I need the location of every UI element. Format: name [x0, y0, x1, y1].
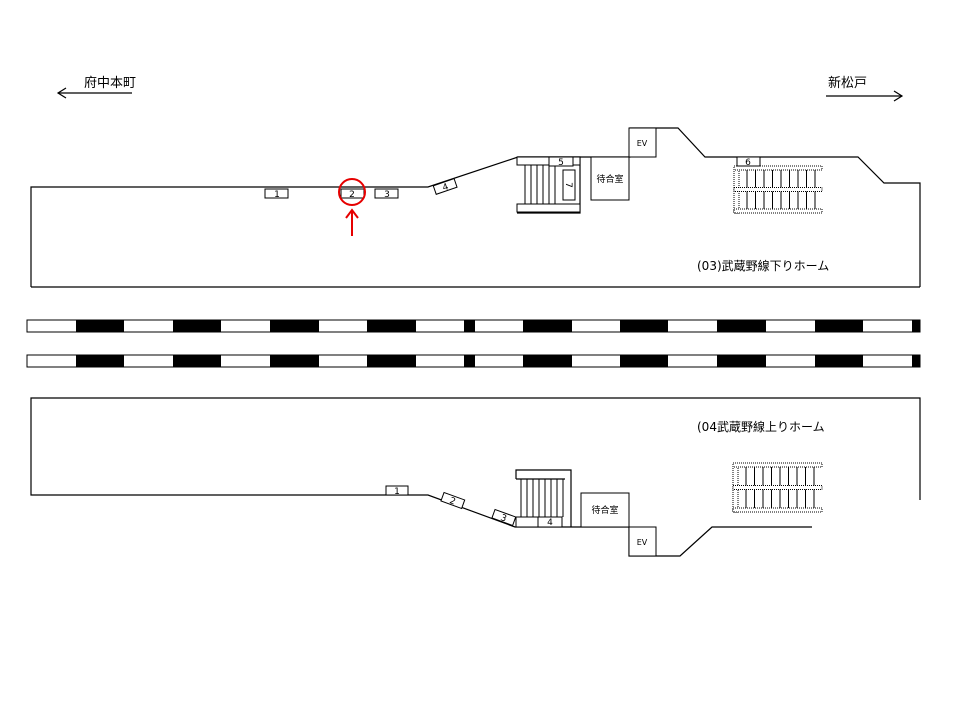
elevator-label: EV [637, 139, 648, 148]
svg-text:2: 2 [448, 496, 457, 507]
car-marker-2: 2 [340, 188, 365, 200]
track-segment [620, 355, 668, 367]
car-marker-3: 3 [491, 508, 517, 527]
track-2 [26, 354, 921, 368]
track-segment [173, 320, 221, 332]
waiting-room-label: 待合室 [591, 504, 618, 516]
track-segment [173, 355, 221, 367]
car-marker-4: 4 [537, 516, 563, 528]
track-segment [464, 320, 475, 332]
svg-text:1: 1 [274, 190, 280, 200]
platform-title: (04武蔵野線上りホーム [697, 419, 825, 434]
elevator-label: EV [637, 538, 648, 547]
waiting-room [590, 156, 630, 201]
track-segment [815, 320, 863, 332]
svg-text:6: 6 [745, 158, 751, 168]
stairs [515, 469, 572, 528]
car-marker-1: 1 [385, 485, 409, 497]
escalator [733, 165, 823, 214]
lower-platform: EV 待合室 1 2 3 4 (04武蔵野線上りホーム [30, 397, 921, 557]
arrow-right-icon [826, 90, 904, 102]
platform-title: (03)武蔵野線下りホーム [697, 258, 829, 273]
car-marker-5: 5 [548, 156, 574, 168]
waiting-room-label: 待合室 [596, 173, 623, 185]
car-marker-7: 7 [563, 182, 573, 188]
car-marker-1: 1 [264, 188, 289, 200]
svg-text:3: 3 [499, 513, 508, 524]
elevator-box [628, 526, 657, 557]
svg-text:7: 7 [563, 182, 573, 188]
track-segment [464, 355, 475, 367]
waiting-room [580, 492, 630, 528]
car-marker-4: 4 [432, 178, 458, 195]
highlight-circle [338, 178, 366, 206]
arrow-left-icon [56, 87, 132, 99]
upper-platform: EV 待合室 1 2 3 4 5 6 7 (03)武蔵野線下りホーム [30, 127, 921, 288]
tracks [26, 319, 921, 368]
track-1 [26, 319, 921, 333]
track-segment [270, 355, 319, 367]
direction-left-label: 府中本町 [84, 76, 136, 91]
svg-text:3: 3 [384, 190, 390, 200]
track-segment [76, 355, 124, 367]
track-segment [523, 355, 572, 367]
escalator [732, 462, 823, 513]
svg-text:4: 4 [441, 182, 450, 193]
track-segment [270, 320, 319, 332]
car-marker-3: 3 [374, 188, 399, 200]
car-marker-2: 2 [440, 491, 466, 510]
direction-right-label: 新松戸 [828, 75, 867, 91]
track-segment [912, 320, 920, 332]
arrow-up-icon [345, 208, 359, 236]
track-segment [367, 320, 416, 332]
track-segment [912, 355, 920, 367]
track-segment [620, 320, 668, 332]
svg-text:5: 5 [558, 158, 564, 168]
track-segment [76, 320, 124, 332]
track-segment [717, 355, 766, 367]
svg-text:1: 1 [394, 487, 400, 497]
track-segment [367, 355, 416, 367]
track-segment [815, 355, 863, 367]
elevator-box [628, 127, 657, 158]
svg-text:2: 2 [349, 190, 355, 200]
track-segment [523, 320, 572, 332]
svg-text:4: 4 [547, 518, 553, 528]
track-segment [717, 320, 766, 332]
car-marker-6: 6 [736, 156, 761, 168]
